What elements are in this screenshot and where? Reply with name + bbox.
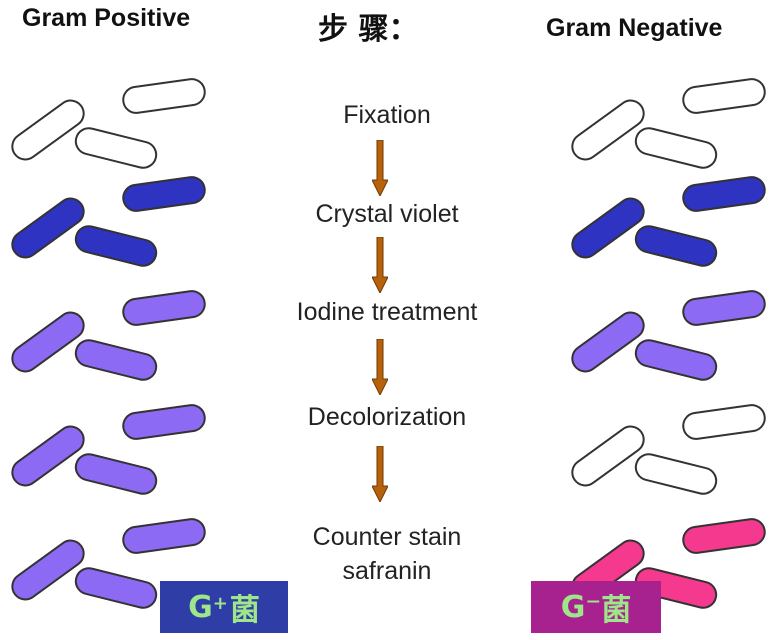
step-decolorization: Decolorization — [307, 403, 467, 431]
bacterium-rod — [5, 93, 91, 167]
down-arrow-icon — [372, 140, 388, 196]
bacterium-rod — [680, 402, 768, 442]
bacterium-rod — [120, 288, 208, 328]
bacterium-rod — [71, 222, 161, 270]
bacterium-rod — [631, 124, 721, 172]
bacterium-rod — [680, 288, 768, 328]
step-iodine-treatment: Iodine treatment — [296, 298, 478, 326]
bacterium-rod — [680, 516, 768, 556]
bacterium-rod — [71, 124, 161, 172]
gram-positive-letter: G — [188, 589, 213, 625]
bacterium-rod — [565, 93, 651, 167]
gram-negative-label: G⁻菌 — [531, 581, 661, 633]
bacterium-rod — [631, 450, 721, 498]
gram-positive-suffix: 菌 — [229, 593, 260, 628]
bacterium-rod — [5, 533, 91, 607]
step-counter-stain: Counter stain safranin — [252, 520, 522, 588]
bacterium-rod — [5, 305, 91, 379]
step-fixation: Fixation — [343, 101, 431, 129]
step-counter-stain-line2: safranin — [342, 557, 432, 585]
bacterium-rod — [5, 419, 91, 493]
down-arrow-icon — [372, 446, 388, 502]
bacterium-rod — [680, 76, 768, 116]
gram-positive-sign: + — [212, 592, 228, 614]
bacterium-rod — [680, 174, 768, 214]
bacterium-rod — [120, 174, 208, 214]
bacterium-rod — [631, 336, 721, 384]
gram-positive-label: G+菌 — [160, 581, 288, 633]
step-crystal-violet: Crystal violet — [315, 200, 459, 228]
step-counter-stain-line1: Counter stain — [312, 523, 462, 551]
gram-negative-heading: Gram Negative — [546, 14, 723, 42]
bacterium-rod — [565, 191, 651, 265]
gram-negative-suffix: 菌 — [601, 593, 632, 628]
down-arrow-icon — [372, 339, 388, 395]
bacterium-rod — [120, 516, 208, 556]
bacterium-rod — [71, 336, 161, 384]
bacterium-rod — [565, 419, 651, 493]
bacterium-rod — [71, 564, 161, 612]
gram-negative-sign: ⁻ — [585, 589, 602, 625]
steps-heading: 步 骤： — [318, 12, 419, 47]
down-arrow-icon — [372, 237, 388, 293]
bacterium-rod — [120, 76, 208, 116]
gram-positive-heading: Gram Positive — [22, 4, 191, 32]
bacterium-rod — [120, 402, 208, 442]
bacterium-rod — [5, 191, 91, 265]
bacterium-rod — [565, 305, 651, 379]
bacterium-rod — [71, 450, 161, 498]
bacterium-rod — [631, 222, 721, 270]
gram-negative-letter: G — [560, 589, 586, 625]
